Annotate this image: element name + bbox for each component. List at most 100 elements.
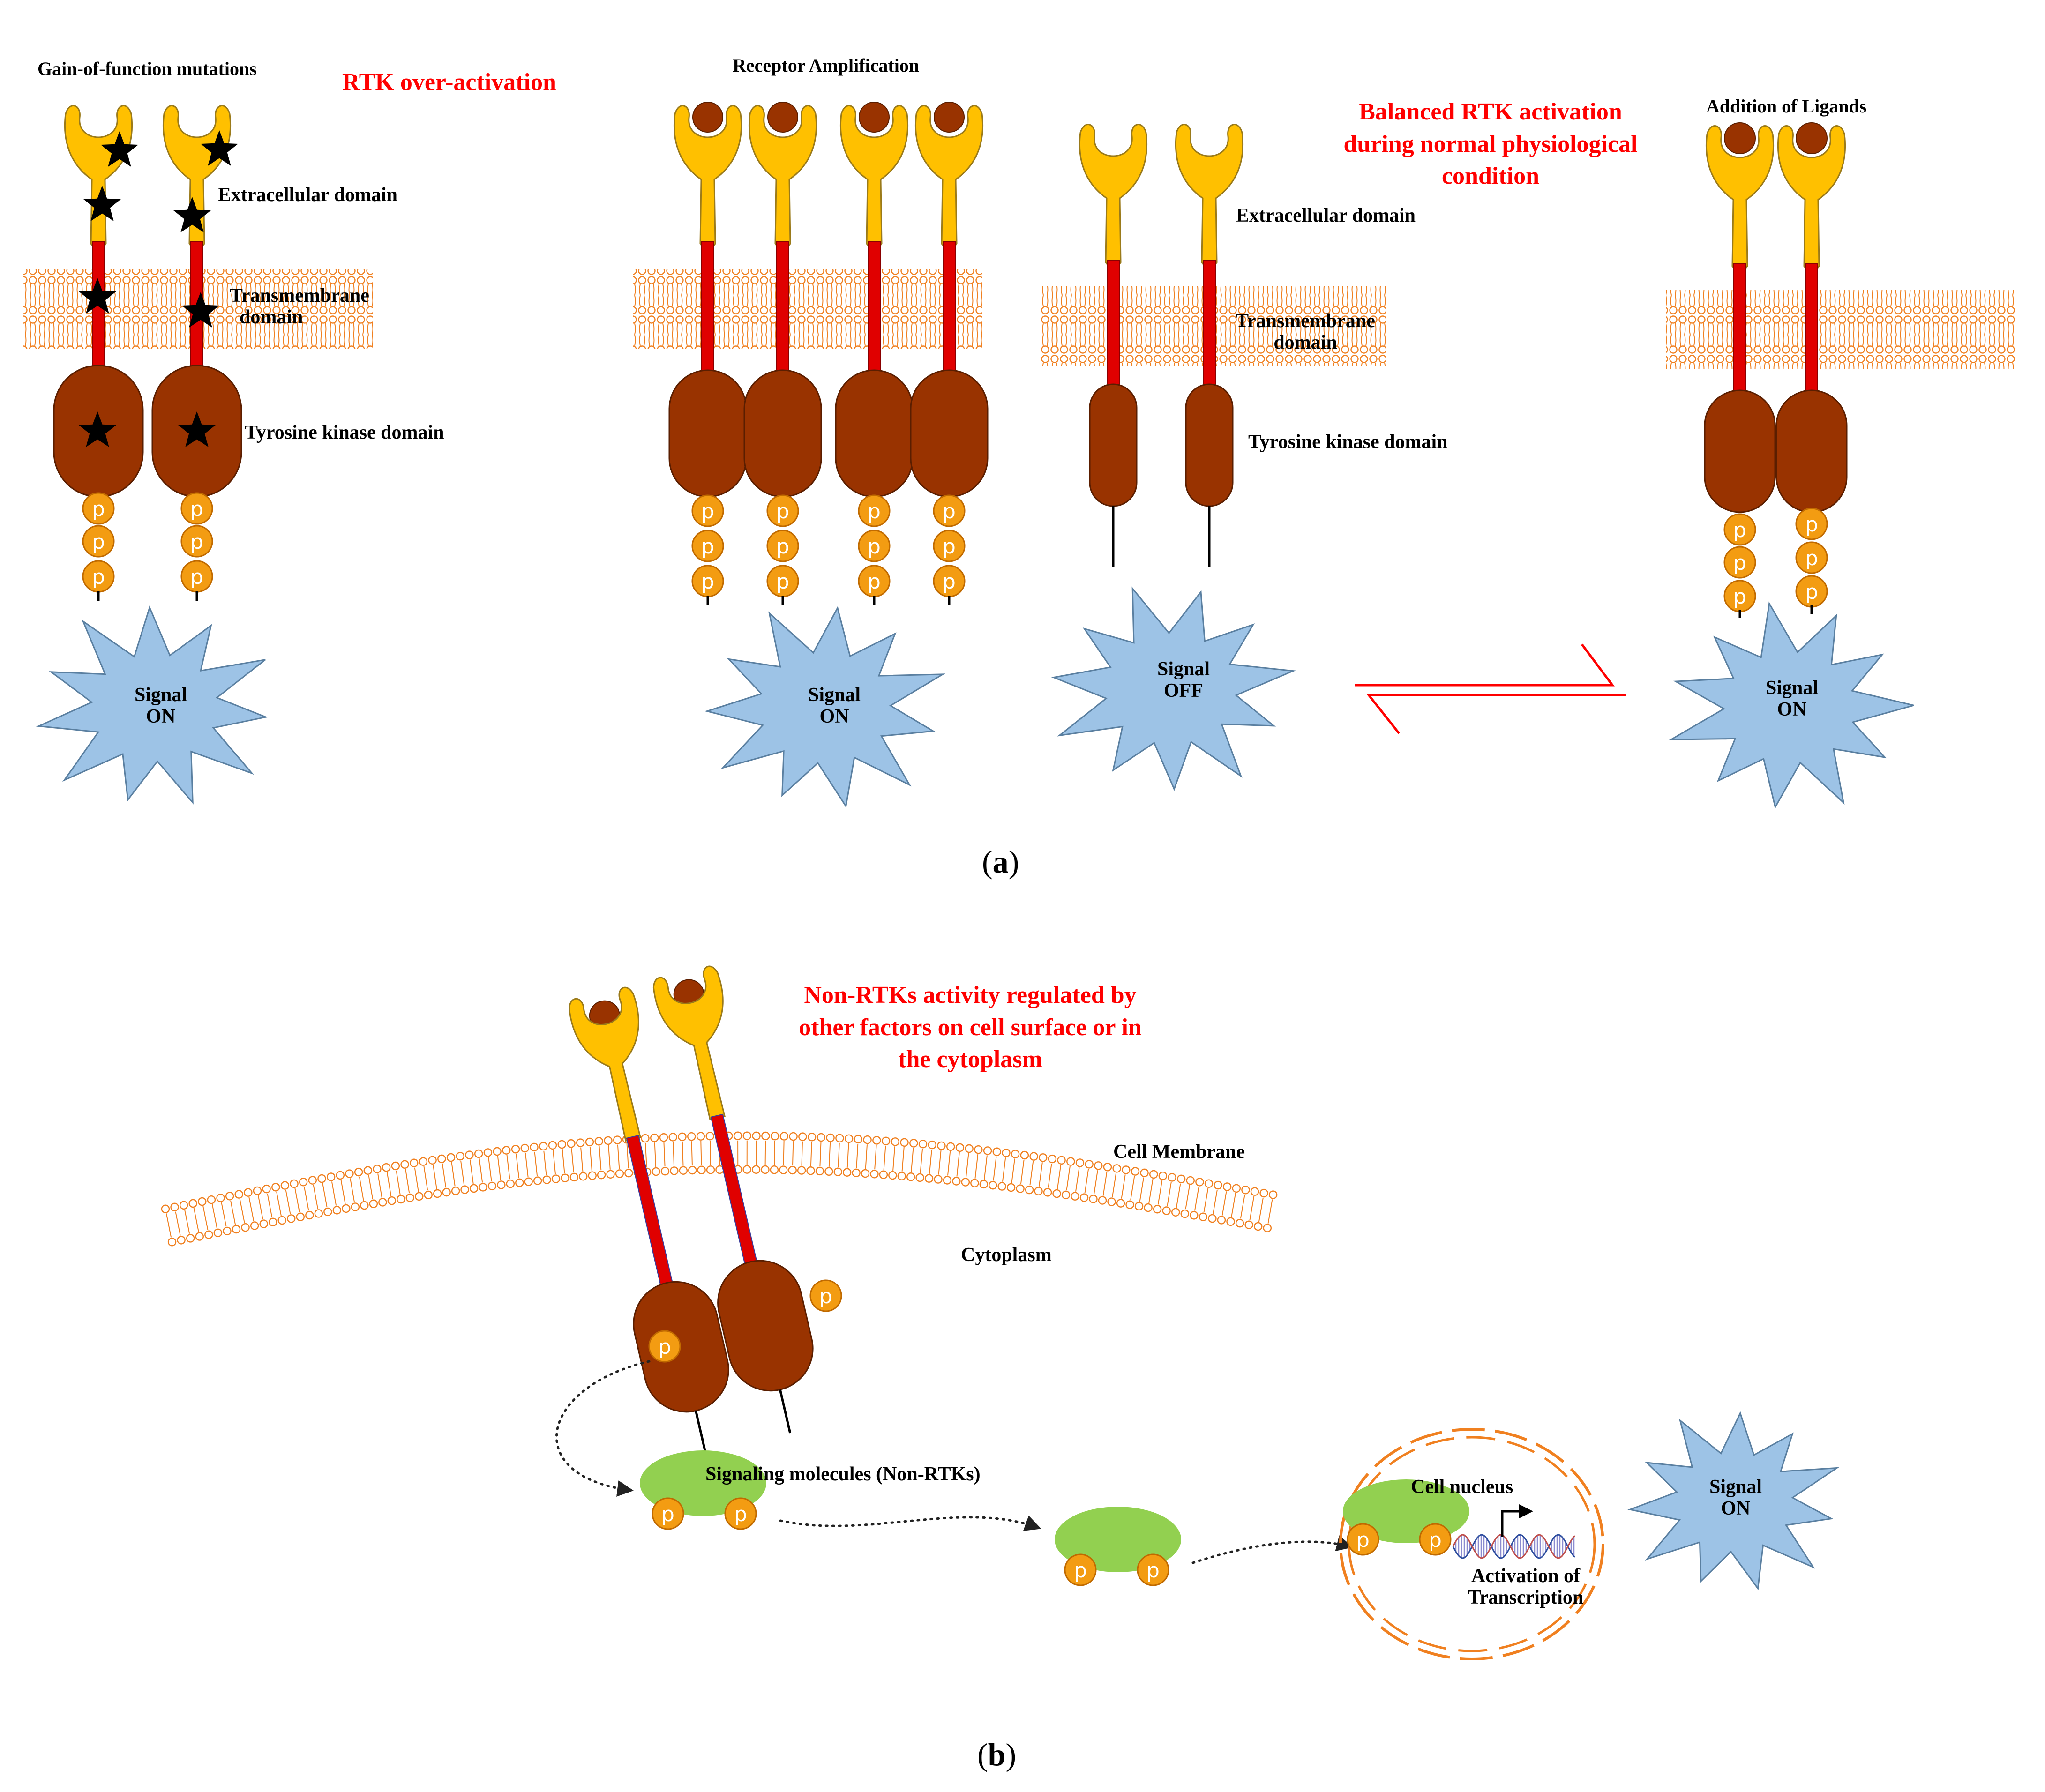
normal-kinase-label: Tyrosine kinase domain [1248,431,1448,453]
ligands-ligand-2 [1796,122,1828,154]
signaling-phospho-1b-text: p [734,1502,747,1526]
ligands-phospho-2-1-text: p [1805,513,1818,537]
gof-transmembrane-label: Transmembrane domain [230,285,369,329]
nonrtk-signal-burst [1627,1411,1840,1590]
gof-phospho-1-1-text: p [92,497,105,521]
normal-receptor-2 [1175,124,1243,269]
normal-signal-burst [1051,586,1296,791]
signaling-phospho-2b [1137,1553,1169,1586]
cell-nucleus-label: Cell nucleus [1411,1476,1513,1498]
ligands-ligand-1 [1724,122,1756,154]
amplification-phospho-2-1 [766,494,799,527]
dotted-arrow-3 [1191,1535,1353,1564]
dotted-arrow-1 [555,1360,651,1497]
nonrtk-heading: Non-RTKs activity regulated by other fac… [799,982,1142,1073]
ligands-phospho-1-1 [1723,513,1756,546]
gof-star-6 [182,292,219,328]
gof-star-8 [178,411,216,447]
amplification-signal-label: Signal ON [808,684,861,728]
panel-b-label: (b) [977,1737,1017,1772]
signaling-phospho-1b [724,1497,757,1530]
amplification-ligand-2 [767,102,798,133]
gof-signal-label: Signal ON [134,684,187,728]
signaling-phospho-2a [1064,1553,1097,1586]
signaling-phospho-1a [652,1497,684,1530]
amplification-kinase-1 [668,369,747,498]
dotted-arrow-2 [779,1516,1041,1531]
amplification-phospho-1-1-text: p [701,500,714,523]
amplification-kinase-3 [835,369,914,498]
gof-receptor-1 [64,105,133,250]
amplification-receptor-1 [674,105,742,250]
nonrtk-receptor-1 [569,986,642,1142]
ligands-phospho-1-3-text: p [1733,585,1746,609]
nonrtk-receptor-phospho-1-text: p [658,1335,671,1359]
nonrtk-receptor-group-1 [569,986,729,1455]
ligands-membrane [1666,290,2015,369]
amplification-receptor-2 [749,105,817,250]
amplification-phospho-4-2-text: p [943,535,956,559]
nucleus-phospho-a [1347,1523,1379,1556]
gof-phospho-2-2 [180,525,213,558]
gof-star-2 [83,186,121,221]
gof-heading: RTK over-activation [342,69,556,96]
gof-extracellular-label: Extracellular domain [218,184,398,206]
gof-phospho-2-2-text: p [190,530,203,554]
amplification-transmembrane-3 [868,241,881,382]
panel-a-label: (a) [982,844,1019,880]
gof-kinase-label: Tyrosine kinase domain [245,422,444,443]
amplification-receptor-4 [915,105,983,250]
transcription-label: Activation of Transcription [1468,1565,1584,1609]
normal-transmembrane-label: Transmembrane domain [1236,310,1375,354]
signaling-phospho-2b-text: p [1146,1559,1160,1583]
normal-kinase-2 [1185,383,1234,507]
amplification-phospho-2-2-text: p [776,535,789,559]
amplification-phospho-4-2 [933,530,966,562]
amplification-phospho-4-1-text: p [943,500,956,523]
normal-signal-label: Signal OFF [1157,658,1210,702]
nonrtk-receptor-phospho-2-text: p [819,1284,832,1308]
amplification-membrane [633,269,982,349]
nucleus-phospho-a-text: p [1356,1528,1370,1552]
amplification-signal-burst [704,606,946,808]
amplification-phospho-4-3-text: p [943,570,956,594]
normal-transmembrane-1 [1107,260,1120,394]
amplification-phospho-1-3-text: p [701,570,714,594]
signaling-phospho-1a-text: p [661,1502,674,1526]
ligands-receptor-2 [1777,125,1846,272]
ligands-signal-label: Signal ON [1765,677,1819,721]
normal-transmembrane-2 [1203,260,1216,394]
ligands-receptor-1 [1706,125,1774,272]
ligands-kinase-2 [1775,389,1848,513]
amplification-ligand-4 [934,102,965,133]
cell-membrane-label: Cell Membrane [1113,1141,1245,1163]
gof-star-4 [173,197,211,232]
ligands-kinase-1 [1704,389,1776,513]
nucleus-phospho-b [1419,1523,1452,1556]
amplification-kinase-2 [743,369,822,498]
amplification-phospho-1-2 [691,530,724,562]
amplification-phospho-4-1 [933,494,966,527]
normal-extracellular-label: Extracellular domain [1236,205,1416,226]
ligands-title: Addition of Ligands [1706,96,1867,117]
nonrtk-transmembrane-1 [626,1135,674,1290]
amplification-phospho-2-2 [766,530,799,562]
amplification-transmembrane-4 [943,241,956,382]
ligands-phospho-1-2 [1723,546,1756,579]
amplification-transmembrane-1 [701,241,714,382]
amplification-phospho-3-2-text: p [868,535,881,559]
gof-star-5 [79,278,116,314]
amplification-title: Receptor Amplification [733,55,920,76]
gof-star-1 [101,131,138,167]
gof-phospho-2-1 [180,492,213,525]
ligands-signal-burst [1668,601,1914,809]
ligands-transmembrane-2 [1805,263,1818,395]
nucleus-phospho-b-text: p [1429,1528,1442,1552]
gof-star-7 [79,411,116,447]
signaling-molecules-label: Signaling molecules (Non-RTKs) [705,1463,981,1485]
ligands-phospho-2-2 [1795,541,1828,574]
ligands-phospho-2-2-text: p [1805,546,1818,570]
normal-receptor-1 [1079,124,1147,269]
